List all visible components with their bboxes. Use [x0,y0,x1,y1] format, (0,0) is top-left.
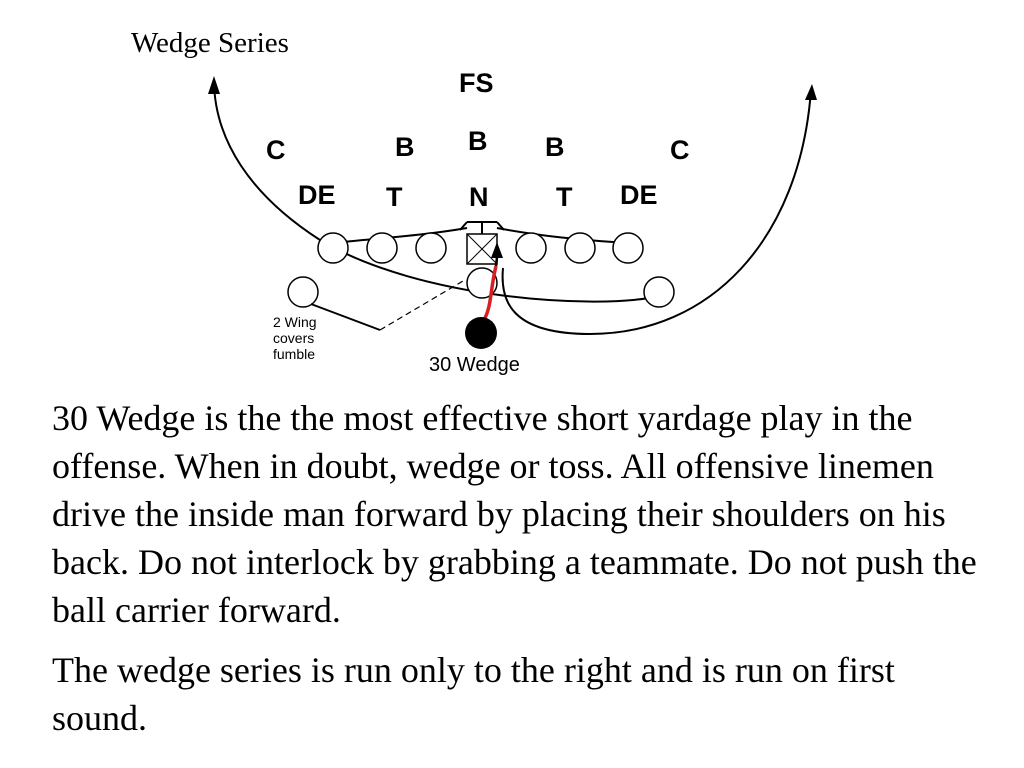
wing-note-line-1: 2 Wing [273,314,317,330]
label-end-left: DE [298,180,336,210]
wing-note-line-2: covers [273,330,314,346]
offense-right-tackle [564,232,596,264]
label-backer-right: B [545,132,565,162]
body-text: 30 Wedge is the the most effective short… [52,394,987,742]
route-right-arc [501,89,812,336]
ball-carrier-path [482,265,498,321]
label-tackle-left: T [386,182,403,212]
block-left-side [332,227,468,244]
offense-right-end [612,232,644,264]
label-tackle-right: T [556,182,573,212]
arrowhead-left-arc [208,76,220,94]
label-backer-middle: B [468,126,488,156]
label-backer-left: B [395,132,415,162]
play-label: 30 Wedge [429,354,520,376]
label-corner-right: C [670,135,690,165]
offense-left-end [317,232,349,264]
label-end-right: DE [620,180,658,210]
label-corner-left: C [266,135,286,165]
block-right-side [496,227,629,244]
ball-carrier-path-top [494,256,499,267]
offense-right-wing [643,276,675,308]
play-diagram: FS C B B B C DE T N T DE 2 Wing covers f… [208,68,817,376]
offense-left-wing [287,276,319,308]
route-wing-fumble-dashed [379,280,464,331]
body-paragraph-1: 30 Wedge is the the most effective short… [52,398,977,630]
route-left-arc [213,81,660,303]
arrowhead-right-arc [805,84,817,100]
label-free-safety: FS [459,68,494,98]
ball-carrier [465,317,497,349]
offense-left-tackle [366,232,398,264]
label-nose: N [469,182,489,212]
arrowhead-ball-carrier [491,242,503,258]
offense-quarterback [466,267,498,299]
block-tick-2 [496,221,505,231]
offense-right-guard [515,232,547,264]
slide-title: Wedge Series [131,27,289,59]
route-wing-fumble [310,303,381,331]
block-tick-1 [459,221,468,231]
offense-left-guard [415,232,447,264]
wing-note-line-3: fumble [273,346,315,362]
body-paragraph-2: The wedge series is run only to the righ… [52,650,895,738]
offense-center [466,233,498,265]
